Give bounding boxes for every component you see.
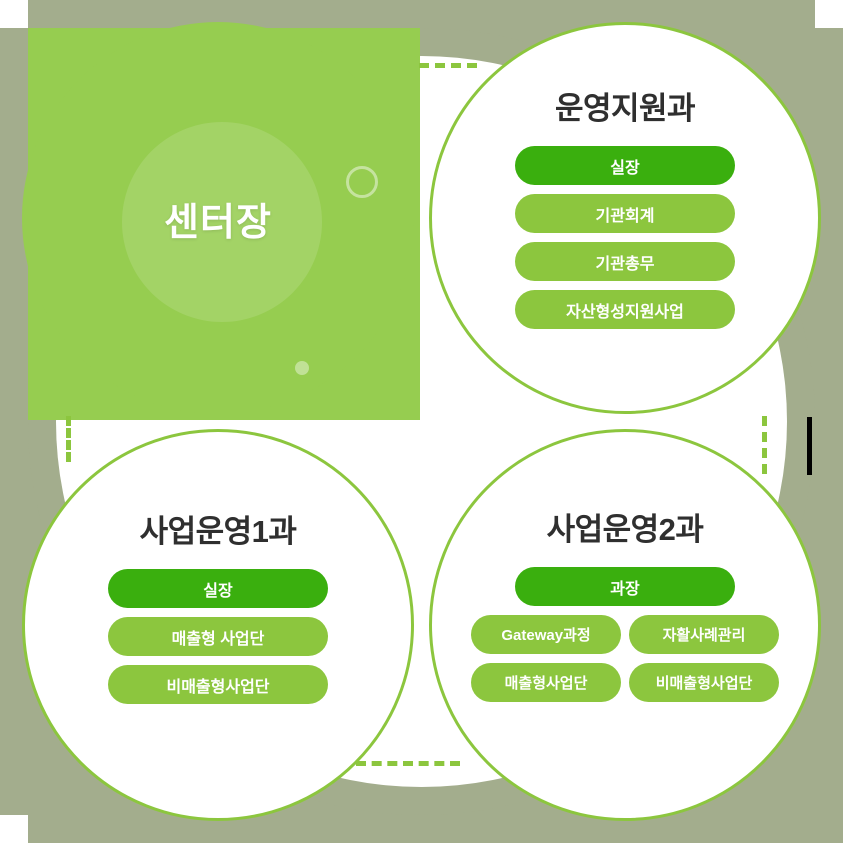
pill-item[interactable]: 매출형 사업단 xyxy=(108,617,328,656)
center-title: 센터장 xyxy=(164,201,272,244)
pill-item[interactable]: 기관총무 xyxy=(515,242,735,281)
connector-dashed-right xyxy=(762,416,767,474)
accent-bar-right xyxy=(807,417,812,475)
pill-item[interactable]: 기관회계 xyxy=(515,194,735,233)
center-ring-icon xyxy=(346,166,378,198)
backdrop-corner-notch xyxy=(0,0,28,28)
quadrant-title-business-operations-2: 사업운영2과 xyxy=(546,512,704,547)
quadrant-title-business-operations-1: 사업운영1과 xyxy=(139,514,297,549)
pill-item[interactable]: 비매출형사업단 xyxy=(108,665,328,704)
pill-item[interactable]: 비매출형사업단 xyxy=(629,663,779,702)
node-center[interactable]: 센터장 xyxy=(22,22,414,414)
center-dot-icon xyxy=(295,361,309,375)
node-operations-support[interactable]: 운영지원과 실장 기관회계 기관총무 자산형성지원사업 xyxy=(429,22,821,414)
pill-item[interactable]: Gateway과정 xyxy=(471,615,621,654)
pill-list-business-operations-2: Gateway과정 자활사례관리 매출형사업단 비매출형사업단 xyxy=(471,615,779,702)
pill-list-operations-support: 실장 기관회계 기관총무 자산형성지원사업 xyxy=(515,146,735,329)
center-inner-circle-decoration xyxy=(122,122,322,322)
connector-dashed-left xyxy=(66,416,71,462)
connector-dashed-top xyxy=(419,63,477,68)
pill-list-business-operations-1: 실장 매출형 사업단 비매출형사업단 xyxy=(108,569,328,704)
pill-item[interactable]: 자산형성지원사업 xyxy=(515,290,735,329)
node-business-operations-2[interactable]: 사업운영2과 과장 Gateway과정 자활사례관리 매출형사업단 비매출형사업… xyxy=(429,429,821,821)
pill-item[interactable]: 자활사례관리 xyxy=(629,615,779,654)
quadrant-title-operations-support: 운영지원과 xyxy=(554,91,696,126)
node-business-operations-1[interactable]: 사업운영1과 실장 매출형 사업단 비매출형사업단 xyxy=(22,429,414,821)
pill-item[interactable]: 매출형사업단 xyxy=(471,663,621,702)
connector-dashed-bottom xyxy=(356,761,460,766)
pill-lead-business-operations-1[interactable]: 실장 xyxy=(108,569,328,608)
pill-lead-business-operations-2[interactable]: 과장 xyxy=(515,567,735,606)
pill-lead-operations-support[interactable]: 실장 xyxy=(515,146,735,185)
